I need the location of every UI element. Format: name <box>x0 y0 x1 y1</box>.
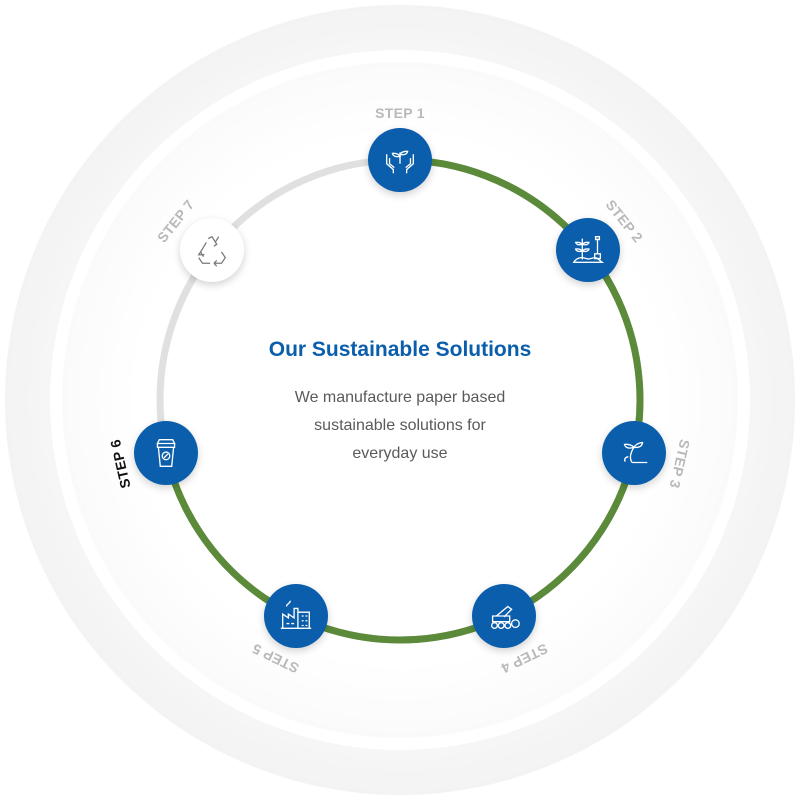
page-title: Our Sustainable Solutions <box>268 338 532 361</box>
plant-shovel-icon <box>572 236 604 264</box>
step-6-node[interactable] <box>134 421 199 486</box>
step-3-node[interactable] <box>601 421 666 486</box>
description-line: everyday use <box>352 445 448 462</box>
step-2-node[interactable] <box>555 218 620 283</box>
factory-icon <box>280 600 312 630</box>
recycle-icon <box>197 236 227 267</box>
step-5-node[interactable] <box>263 584 328 649</box>
coffee-cup-icon <box>156 439 176 468</box>
step-4-node[interactable] <box>472 584 537 649</box>
description: We manufacture paper based sustainable s… <box>200 384 600 468</box>
hands-plant-icon <box>386 150 414 174</box>
step-1-node[interactable] <box>368 128 432 192</box>
sprout-icon <box>623 442 648 464</box>
description-line: sustainable solutions for <box>314 417 486 434</box>
step-7-node[interactable] <box>180 218 245 283</box>
step-1-label: STEP 1 <box>375 105 425 121</box>
progress-arc <box>162 156 644 644</box>
logging-machine-icon <box>491 605 520 630</box>
description-line: We manufacture paper based <box>294 389 506 406</box>
